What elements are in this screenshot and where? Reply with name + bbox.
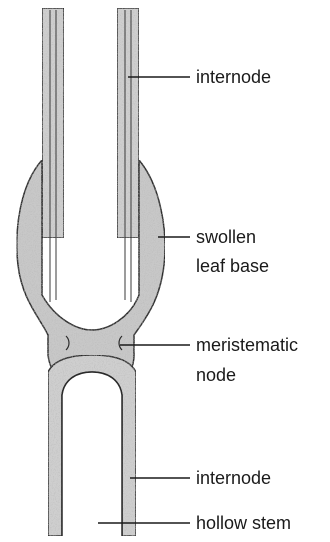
lower-internode bbox=[48, 355, 136, 536]
label-node-line1: meristematic bbox=[196, 335, 298, 355]
label-internode-top: internode bbox=[196, 67, 271, 87]
upper-left-internode bbox=[42, 8, 64, 300]
upper-right-internode bbox=[117, 8, 139, 300]
label-internode-bottom: internode bbox=[196, 468, 271, 488]
label-leaf-base-line1: swollen bbox=[196, 227, 256, 247]
label-node-line2: node bbox=[196, 365, 236, 385]
label-hollow-stem: hollow stem bbox=[196, 513, 291, 533]
label-leaf-base-line2: leaf base bbox=[196, 256, 269, 276]
swollen-leaf-base bbox=[17, 160, 165, 380]
hollow-cavity bbox=[62, 372, 122, 536]
